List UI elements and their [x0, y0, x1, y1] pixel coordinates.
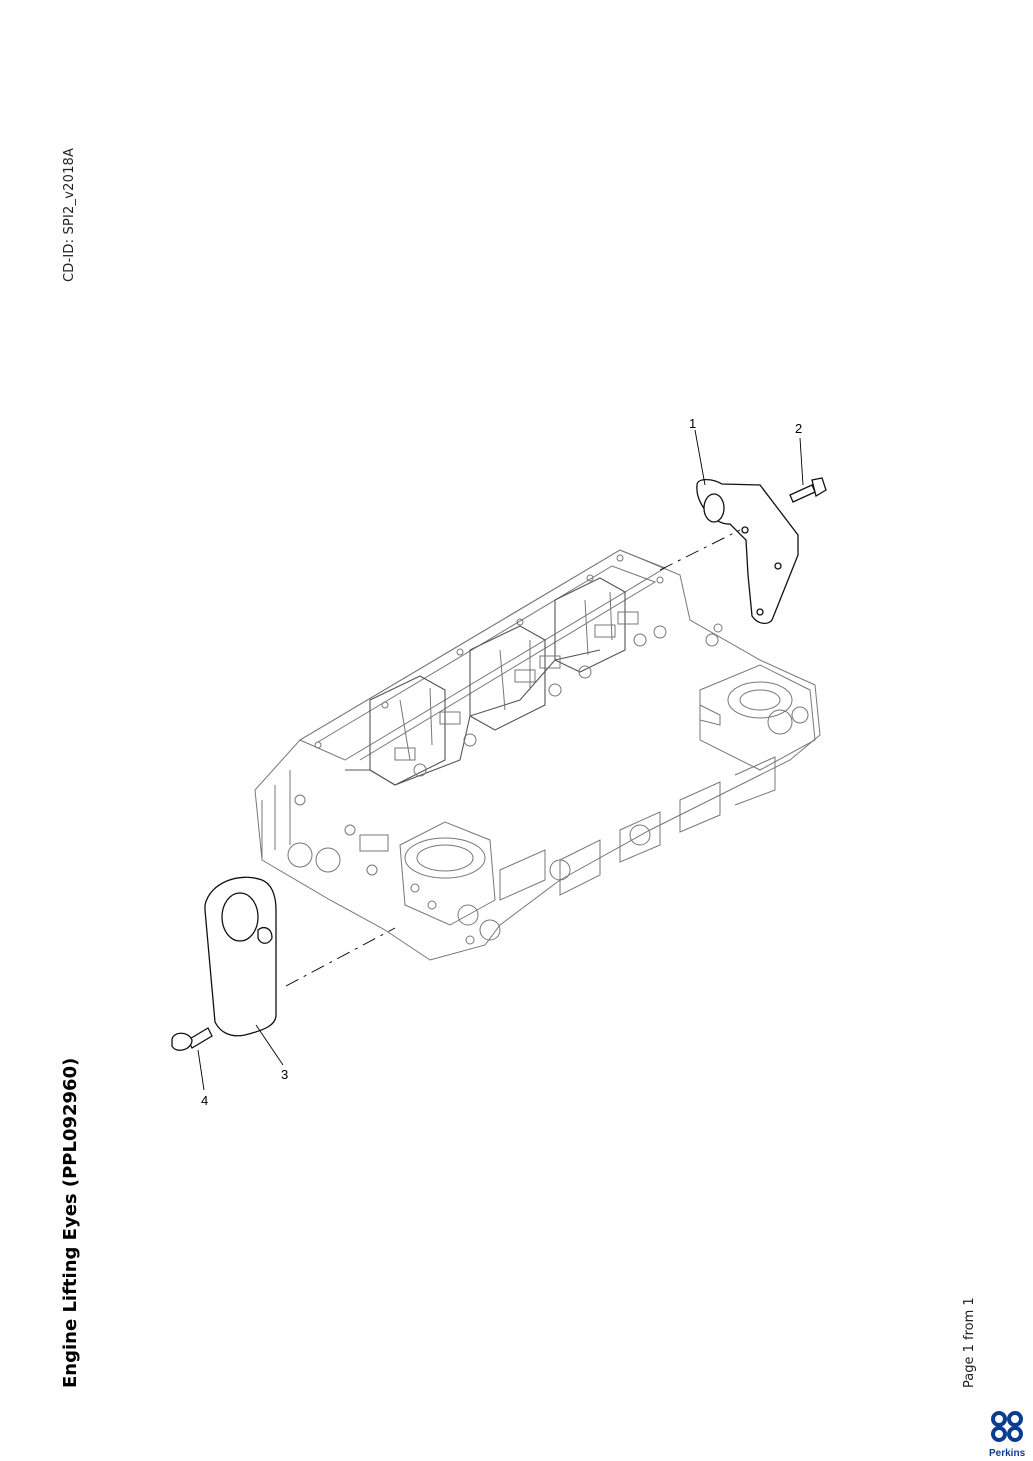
logo-wordmark: Perkins [989, 1448, 1026, 1459]
cylinder-head [254, 549, 821, 961]
bolt-part-4 [171, 1027, 213, 1051]
bolt-part-2 [789, 477, 827, 503]
centerline-rear [659, 529, 741, 571]
perkins-logo [991, 1411, 1023, 1442]
callout-4: 4 [201, 1093, 208, 1108]
rear-lifting-bracket [696, 478, 799, 624]
front-lifting-eye [204, 876, 277, 1037]
callout-1: 1 [689, 416, 696, 431]
callout-3: 3 [281, 1067, 288, 1082]
callout-2: 2 [795, 421, 802, 436]
centerline-front [285, 927, 396, 987]
